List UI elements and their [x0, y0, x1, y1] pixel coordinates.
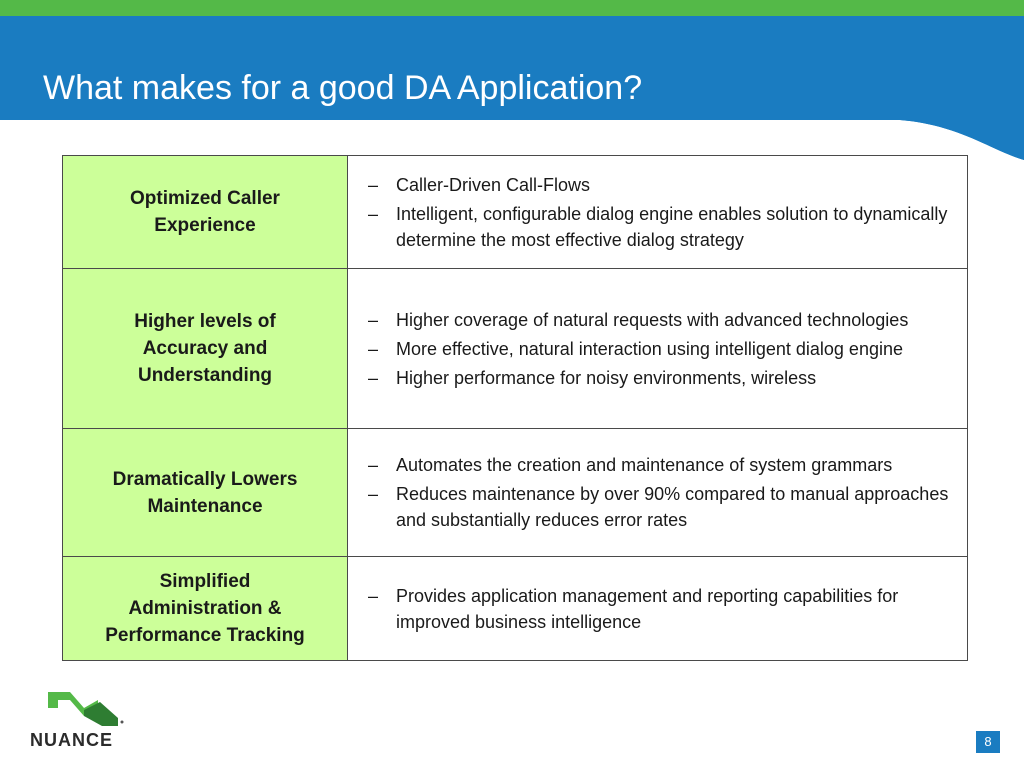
bullet-text: Higher performance for noisy environment… — [396, 367, 817, 388]
list-item: –Intelligent, configurable dialog engine… — [368, 201, 953, 253]
list-item: –Higher performance for noisy environmen… — [368, 365, 953, 391]
list-item: –Provides application management and rep… — [368, 583, 953, 635]
dash-bullet-icon: – — [368, 455, 379, 475]
header-band — [0, 0, 1024, 170]
table-row: Simplified Administration & Performance … — [62, 556, 968, 661]
bullet-list: –Higher coverage of natural requests wit… — [368, 307, 953, 391]
bullet-text: More effective, natural interaction usin… — [396, 338, 903, 359]
list-item: –More effective, natural interaction usi… — [368, 336, 953, 362]
detail-cell: –Provides application management and rep… — [347, 556, 968, 661]
list-item: –Caller-Driven Call-Flows — [368, 172, 953, 198]
category-label: Dramatically Lowers Maintenance — [112, 468, 298, 517]
category-label: Higher levels of Accuracy and Understand… — [134, 311, 276, 386]
category-label: Optimized Caller Experience — [130, 188, 280, 236]
bullet-text: Automates the creation and maintenance o… — [396, 455, 893, 475]
table-row: Optimized Caller Experience –Caller-Driv… — [62, 155, 968, 269]
bullet-text: Intelligent, configurable dialog engine … — [396, 203, 948, 250]
list-item: –Higher coverage of natural requests wit… — [368, 307, 953, 333]
dash-bullet-icon: – — [368, 203, 379, 224]
bullet-text: Higher coverage of natural requests with… — [396, 309, 909, 330]
bullet-text: Provides application management and repo… — [396, 585, 899, 632]
dash-bullet-icon: – — [368, 338, 379, 359]
dash-bullet-icon: – — [368, 309, 379, 330]
list-item: –Automates the creation and maintenance … — [368, 452, 953, 478]
category-cell: Simplified Administration & Performance … — [62, 556, 348, 661]
bullet-text: Caller-Driven Call-Flows — [396, 174, 591, 195]
dash-bullet-icon: – — [368, 174, 379, 195]
page-number-badge: 8 — [976, 731, 1000, 753]
table-row: Higher levels of Accuracy and Understand… — [62, 268, 968, 429]
category-cell: Higher levels of Accuracy and Understand… — [62, 268, 348, 429]
detail-cell: –Caller-Driven Call-Flows –Intelligent, … — [347, 155, 968, 269]
category-cell: Optimized Caller Experience — [62, 155, 348, 269]
dash-bullet-icon: – — [368, 585, 379, 606]
nuance-logo-text: NUANCE — [30, 730, 114, 750]
nuance-logo-mark-icon — [48, 692, 124, 726]
dash-bullet-icon: – — [368, 367, 379, 388]
bullet-list: –Caller-Driven Call-Flows –Intelligent, … — [368, 172, 953, 253]
detail-cell: –Automates the creation and maintenance … — [347, 428, 968, 557]
slide-title: What makes for a good DA Application? — [43, 69, 643, 107]
bullet-list: –Provides application management and rep… — [368, 583, 953, 635]
bullet-list: –Automates the creation and maintenance … — [368, 452, 953, 533]
header-wave-graphic — [0, 0, 1024, 160]
bullet-text: Reduces maintenance by over 90% compared… — [396, 484, 949, 530]
nuance-logo: NUANCE — [30, 688, 130, 752]
dash-bullet-icon: – — [368, 484, 379, 504]
category-label: Simplified Administration & Performance … — [105, 571, 305, 646]
list-item: –Reduces maintenance by over 90% compare… — [368, 481, 953, 533]
table-row: Dramatically Lowers Maintenance –Automat… — [62, 428, 968, 557]
detail-cell: –Higher coverage of natural requests wit… — [347, 268, 968, 429]
category-cell: Dramatically Lowers Maintenance — [62, 428, 348, 557]
features-table: Optimized Caller Experience –Caller-Driv… — [62, 155, 968, 661]
